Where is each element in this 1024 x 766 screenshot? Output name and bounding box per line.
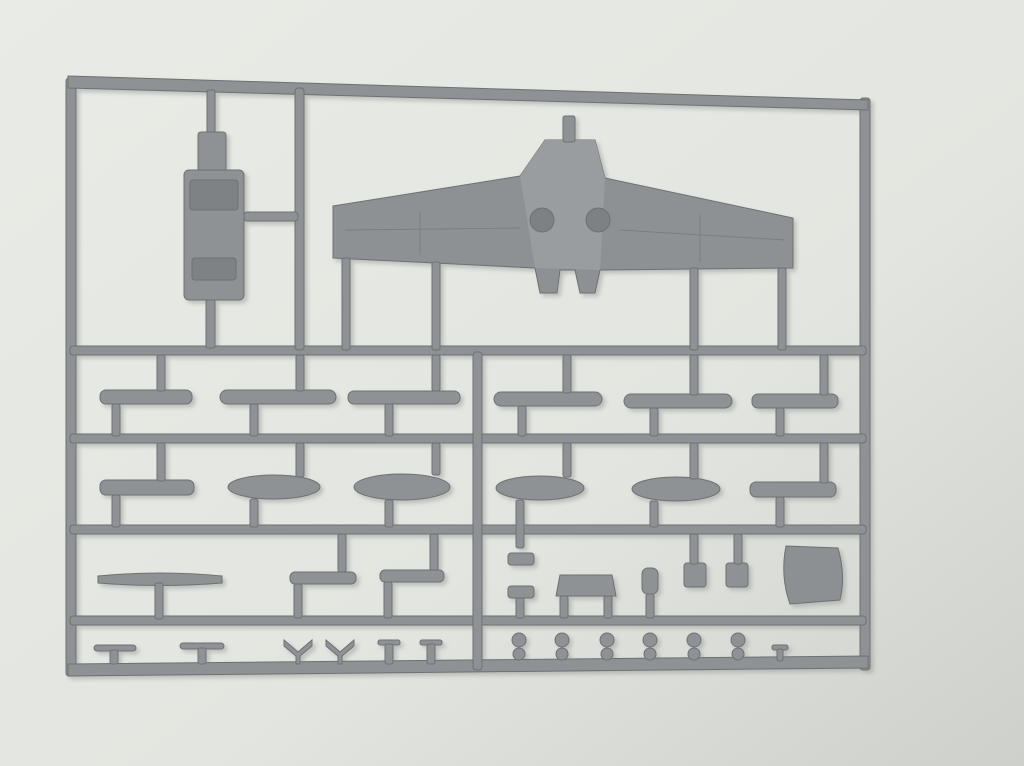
row-drop-tanks bbox=[99, 442, 837, 549]
rudder-panel-part bbox=[783, 545, 844, 605]
row-propeller-and-panel bbox=[97, 533, 844, 620]
cockpit-part bbox=[183, 89, 299, 349]
sprue-frame bbox=[65, 75, 871, 677]
wing-part bbox=[332, 115, 794, 351]
row-rod-parts bbox=[99, 354, 839, 437]
row-wheels-and-fittings bbox=[93, 632, 789, 665]
propeller-part bbox=[97, 572, 223, 586]
sprue bbox=[65, 75, 871, 677]
